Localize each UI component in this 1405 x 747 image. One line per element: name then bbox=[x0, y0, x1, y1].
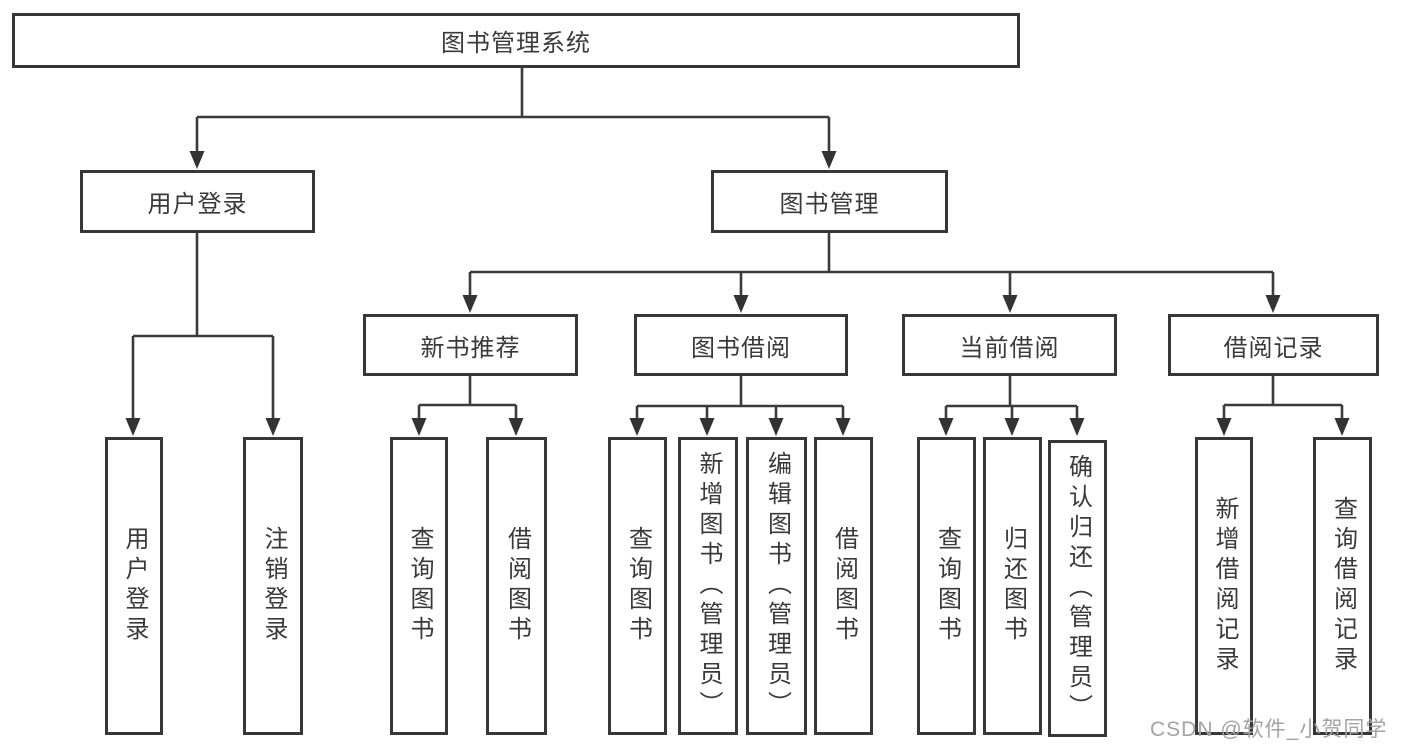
leaf-query-books-recommend-label: 查询图书 bbox=[406, 526, 433, 646]
node-borrow-records: 借阅记录 bbox=[1168, 314, 1379, 376]
node-root-label: 图书管理系统 bbox=[441, 30, 591, 57]
node-book-management: 图书管理 bbox=[711, 170, 948, 233]
leaf-borrow-books-recommend: 借阅图书 bbox=[486, 437, 547, 735]
leaf-query-borrow-record-label: 查询借阅记录 bbox=[1329, 496, 1357, 676]
node-borrow-records-label: 借阅记录 bbox=[1223, 334, 1324, 362]
leaf-edit-book-admin-label: 编辑图书（管理员） bbox=[763, 451, 791, 721]
leaf-query-books-recommend: 查询图书 bbox=[390, 437, 448, 735]
node-user-login: 用户登录 bbox=[80, 170, 315, 233]
leaf-borrow-books-label: 借阅图书 bbox=[830, 526, 858, 646]
node-current-borrow-label: 当前借阅 bbox=[959, 334, 1060, 362]
leaf-borrow-books-recommend-label: 借阅图书 bbox=[503, 526, 531, 646]
leaf-query-books-current: 查询图书 bbox=[917, 437, 976, 735]
leaf-user-login: 用户登录 bbox=[105, 437, 163, 735]
leaf-confirm-return-admin: 确认归还（管理员） bbox=[1048, 440, 1107, 737]
leaf-confirm-return-admin-label: 确认归还（管理员） bbox=[1064, 453, 1092, 724]
leaf-query-books-borrow-label: 查询图书 bbox=[624, 526, 652, 646]
leaf-return-books: 归还图书 bbox=[983, 437, 1042, 735]
leaf-query-books-current-label: 查询图书 bbox=[933, 526, 961, 646]
leaf-logout: 注销登录 bbox=[243, 437, 303, 735]
csdn-watermark: CSDN @软件_小贺同学 bbox=[1150, 718, 1388, 741]
node-root: 图书管理系统 bbox=[12, 13, 1020, 68]
leaf-add-book-admin: 新增图书（管理员） bbox=[678, 437, 738, 735]
node-user-login-label: 用户登录 bbox=[147, 191, 248, 218]
leaf-query-borrow-record: 查询借阅记录 bbox=[1313, 437, 1372, 735]
leaf-borrow-books: 借阅图书 bbox=[814, 437, 873, 735]
node-new-book-recommend-label: 新书推荐 bbox=[420, 334, 521, 362]
node-new-book-recommend: 新书推荐 bbox=[363, 314, 578, 376]
node-book-borrow-label: 图书借阅 bbox=[691, 334, 791, 362]
node-current-borrow: 当前借阅 bbox=[902, 314, 1117, 376]
leaf-add-borrow-record: 新增借阅记录 bbox=[1195, 437, 1253, 735]
leaf-add-borrow-record-label: 新增借阅记录 bbox=[1211, 496, 1238, 676]
node-book-borrow: 图书借阅 bbox=[634, 314, 848, 376]
leaf-logout-label: 注销登录 bbox=[260, 526, 287, 646]
leaf-user-login-label: 用户登录 bbox=[121, 526, 148, 646]
arrowhead-icons bbox=[125, 151, 1350, 436]
leaf-edit-book-admin: 编辑图书（管理员） bbox=[746, 437, 807, 735]
leaf-add-book-admin-label: 新增图书（管理员） bbox=[695, 451, 722, 721]
leaf-query-books-borrow: 查询图书 bbox=[608, 437, 667, 735]
node-book-management-label: 图书管理 bbox=[779, 191, 880, 218]
leaf-return-books-label: 归还图书 bbox=[999, 526, 1027, 646]
